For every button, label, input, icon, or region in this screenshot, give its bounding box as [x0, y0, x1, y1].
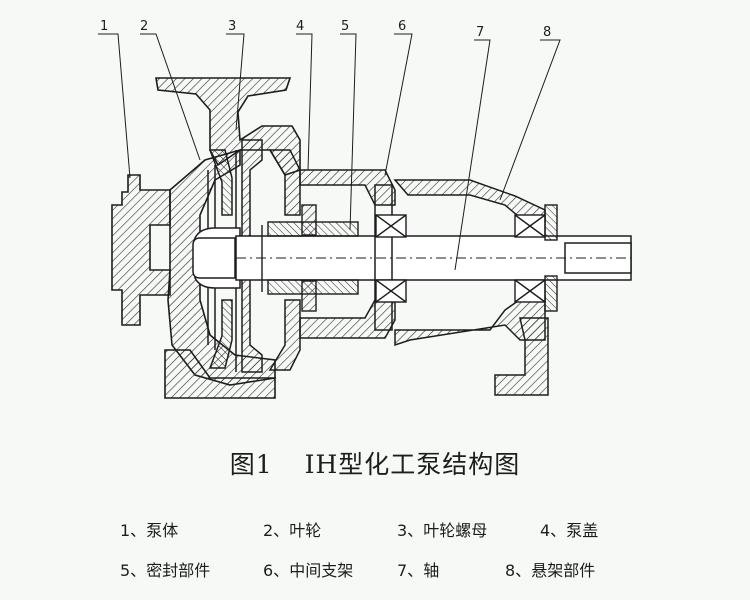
callout-number: 7: [476, 25, 484, 40]
intermediate-bracket: [299, 169, 396, 339]
legend-row: 5、密封部件 6、中间支架 7、轴 8、悬架部件: [120, 557, 720, 583]
legend-item: 7、轴: [397, 561, 440, 580]
impeller-nut: [192, 237, 236, 279]
pump-casing: [111, 77, 301, 399]
callout-number: 3: [228, 19, 236, 34]
legend-row: 1、泵体 2、叶轮 3、叶轮螺母 4、泵盖: [120, 517, 720, 543]
callout-number: 2: [140, 19, 148, 34]
bearing: [375, 214, 546, 303]
legend-item: 3、叶轮螺母: [397, 521, 488, 540]
legend-item: 1、泵体: [120, 521, 179, 540]
legend-item: 5、密封部件: [120, 561, 211, 580]
figure-number: 图1: [229, 450, 273, 479]
legend-item: 2、叶轮: [263, 521, 322, 540]
callout-number: 1: [100, 19, 108, 34]
callout-number: 5: [341, 19, 349, 34]
legend-item: 4、泵盖: [540, 521, 599, 540]
bearing-frame: [393, 179, 549, 396]
shaft: [235, 235, 632, 281]
seal-assembly: [261, 204, 359, 312]
callout-leaders: [98, 33, 561, 271]
pump-cover: [241, 139, 301, 373]
end-cover: [544, 204, 558, 312]
figure-title: IH型化工泵结构图: [304, 450, 521, 479]
figure-caption: 图1 IH型化工泵结构图: [0, 445, 750, 481]
callout-number: 6: [398, 19, 406, 34]
callout-number: 8: [543, 25, 551, 40]
callout-number: 4: [296, 19, 304, 34]
legend-item: 6、中间支架: [263, 561, 354, 580]
callout-numbers: 1 2 3 4 5 6 7 8: [100, 19, 551, 40]
legend-item: 8、悬架部件: [505, 561, 596, 580]
